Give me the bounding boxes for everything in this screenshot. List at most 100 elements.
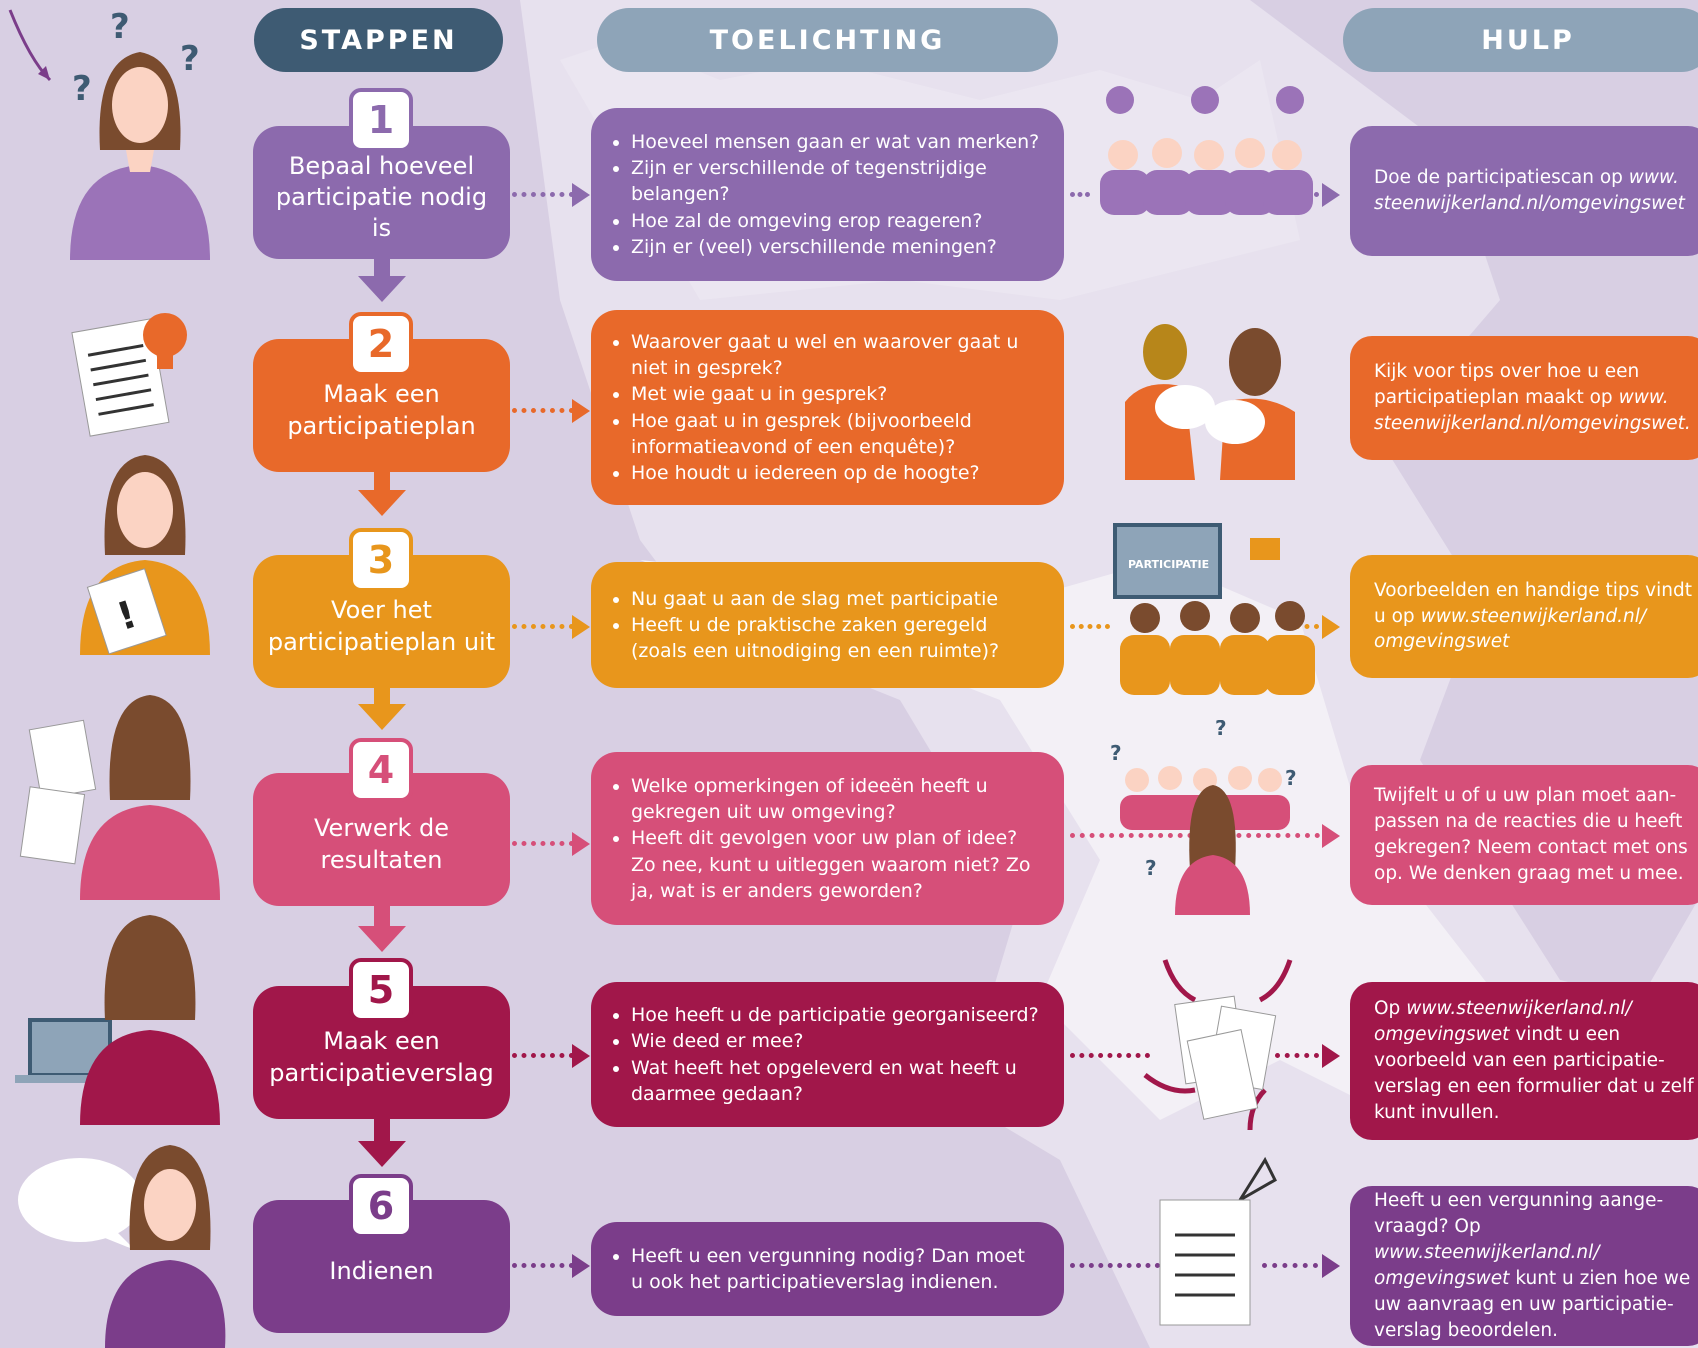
lightbulb-icon <box>1106 86 1134 114</box>
help-text: Doe de participatiescan op <box>1374 167 1629 189</box>
step-5-help: Op www.steenwijkerland.nl/ omgevingswet … <box>1350 982 1698 1140</box>
help-text: Op <box>1374 998 1407 1020</box>
step-4-title: Verwerk de resultaten <box>314 814 449 874</box>
explanation-item: Waarover gaat u wel en waarover gaat u n… <box>631 329 1040 381</box>
explanation-item: Heeft dit gevolgen voor uw plan of idee?… <box>631 825 1040 904</box>
question-mark-icon: ? <box>1110 741 1122 765</box>
connector-arrowhead <box>572 399 590 423</box>
connector-arrowhead <box>572 1044 590 1068</box>
step-1-title: Bepaal hoeveel participatie nodig is <box>275 151 488 243</box>
explanation-item: Hoe heeft u de participatie georganiseer… <box>631 1002 1040 1028</box>
question-mark-icon: ? <box>180 39 200 79</box>
step-1-number: 1 <box>349 88 413 152</box>
step-1-explanation: Hoeveel mensen gaan er wat van merken? Z… <box>591 108 1064 281</box>
woman-laptop-illustration <box>15 915 220 1125</box>
connector <box>512 1263 574 1268</box>
explanation-item: Welke opmerkingen of ideeën heeft u gekr… <box>631 773 1040 825</box>
question-mark-icon: ? <box>110 7 130 47</box>
help-text: Voorbeelden en handige tips vindt u op <box>1374 579 1692 627</box>
step-3-help: Voorbeelden en handige tips vindt u op w… <box>1350 555 1698 678</box>
explanation-item: Hoe houdt u iedereen op de hoogte? <box>631 460 1040 486</box>
connector <box>512 841 574 846</box>
connector <box>512 408 574 413</box>
help-text: kunt u zien hoe we uw aanvraag en uw par… <box>1374 1268 1691 1341</box>
step-4-number: 4 <box>349 738 413 802</box>
step-2-box: Maak een participatieplan <box>253 339 510 472</box>
connector <box>1295 624 1319 629</box>
step-1-box: Bepaal hoeveel participatie nodig is <box>253 126 510 259</box>
connector <box>512 192 574 197</box>
step-5-title: Maak een participatieverslag <box>269 1027 494 1087</box>
connector <box>1070 1053 1150 1058</box>
connector <box>512 1053 574 1058</box>
explanation-item: Heeft u de praktische zaken geregeld (zo… <box>631 612 1040 664</box>
step-2-number: 2 <box>349 312 413 376</box>
help-text: Kijk voor tips over hoe u een participat… <box>1374 361 1640 409</box>
woman-holding-paper-illustration: ! <box>80 455 210 655</box>
connector <box>1070 192 1090 197</box>
connector-arrowhead <box>1322 615 1340 639</box>
lightbulb-icon <box>143 313 187 357</box>
woman-thinking-illustration: ? ? ? <box>8 7 210 260</box>
submit-document-illustration <box>1159 1156 1277 1326</box>
speech-bubble-icon <box>18 1158 142 1242</box>
step-4-explanation: Welke opmerkingen of ideeën heeft u gekr… <box>591 752 1064 925</box>
header-stappen: STAPPEN <box>254 8 503 72</box>
connector-arrowhead <box>1322 1044 1340 1068</box>
step-5-number: 5 <box>349 958 413 1022</box>
help-text: Heeft u een vergunning aange-vraagd? Op <box>1374 1190 1664 1238</box>
woman-speaking-illustration <box>18 1145 226 1348</box>
documents-collected-illustration <box>1143 959 1293 1131</box>
help-text: Twijfelt u of u uw plan moet aan-passen … <box>1374 785 1688 884</box>
speech-bubble-icon <box>1205 400 1265 444</box>
step-3-number: 3 <box>349 528 413 592</box>
step-4-help: Twijfelt u of u uw plan moet aan-passen … <box>1350 765 1698 905</box>
presentation-screen-label: PARTICIPATIE <box>1128 558 1209 571</box>
step-2-title: Maak een participatieplan <box>287 380 476 440</box>
step-2-help: Kijk voor tips over hoe u een participat… <box>1350 336 1698 460</box>
woman-documents-illustration <box>19 695 220 900</box>
help-link[interactable]: www.steenwijkerland.nl/ omgevingswet <box>1374 998 1632 1046</box>
step-6-title: Indienen <box>329 1256 434 1285</box>
connector-arrowhead <box>572 615 590 639</box>
step-6-explanation: Heeft u een vergunning nodig? Dan moet u… <box>591 1222 1064 1316</box>
help-link[interactable]: www.steenwijkerland.nl/ omgevingswet <box>1374 605 1647 653</box>
help-link[interactable]: www.steenwijkerland.nl/ omgevingswet <box>1374 1242 1600 1289</box>
group-ideas-illustration <box>1100 86 1313 215</box>
presentation-meeting-illustration: PARTICIPATIE <box>1113 523 1315 695</box>
step-3-title: Voer het participatieplan uit <box>267 596 496 656</box>
step-1-help: Doe de participatiescan op www. steenwij… <box>1350 126 1698 256</box>
explanation-item: Nu gaat u aan de slag met participatie <box>631 586 1040 612</box>
help-text: vindt u een voorbeeld van een participat… <box>1374 1024 1694 1123</box>
connector-arrowhead <box>1322 824 1340 848</box>
step-3-explanation: Nu gaat u aan de slag met participatie H… <box>591 562 1064 688</box>
speech-bubble-icon <box>1155 385 1215 429</box>
feedback-group-illustration: ? ? ? ? <box>1110 720 1297 915</box>
connector-arrowhead <box>572 832 590 856</box>
connector <box>512 624 574 629</box>
explanation-item: Hoeveel mensen gaan er wat van merken? <box>631 129 1040 155</box>
connector <box>1070 1263 1160 1268</box>
explanation-item: Zijn er (veel) verschillende meningen? <box>631 234 1040 260</box>
coffee-cup-icon <box>1250 538 1280 560</box>
document-lightbulb-illustration <box>71 313 187 437</box>
question-mark-icon: ? <box>1145 856 1157 880</box>
help-link[interactable]: www. steenwijkerland.nl/omgevingswet. <box>1374 387 1691 434</box>
connector-arrowhead <box>572 1254 590 1278</box>
step-5-explanation: Hoe heeft u de participatie georganiseer… <box>591 982 1064 1127</box>
connector <box>1262 1263 1318 1268</box>
question-mark-icon: ? <box>1285 766 1297 790</box>
explanation-item: Wat heeft het opgeleverd en wat heeft u … <box>631 1055 1040 1107</box>
header-hulp: HULP <box>1343 8 1698 72</box>
explanation-item: Heeft u een vergunning nodig? Dan moet u… <box>631 1243 1040 1295</box>
connector-arrowhead <box>1322 1254 1340 1278</box>
help-link[interactable]: www. steenwijkerland.nl/omgevingswet <box>1374 167 1685 214</box>
connector-arrowhead <box>572 183 590 207</box>
connector-arrowhead <box>1322 183 1340 207</box>
question-mark-icon: ? <box>1215 720 1227 740</box>
step-2-explanation: Waarover gaat u wel en waarover gaat u n… <box>591 310 1064 505</box>
paper-plane-icon <box>1238 1156 1277 1202</box>
explanation-item: Met wie gaat u in gesprek? <box>631 381 1040 407</box>
lightbulb-icon <box>1191 86 1219 114</box>
step-6-help: Heeft u een vergunning aange-vraagd? Op … <box>1350 1186 1698 1346</box>
